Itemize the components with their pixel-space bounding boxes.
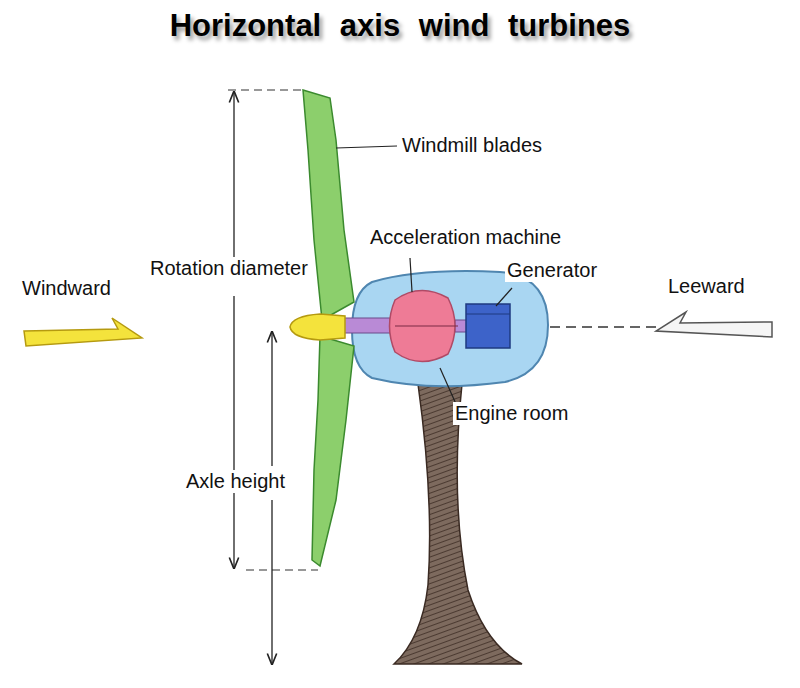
windmill-blade-lower bbox=[312, 336, 354, 566]
dimension-label: Rotation diameter bbox=[148, 257, 310, 280]
windward-arrow bbox=[24, 318, 142, 346]
gearbox-axis bbox=[395, 326, 458, 327]
direction-label: Leeward bbox=[666, 275, 747, 298]
diameter-extension-bottom bbox=[246, 569, 318, 570]
axle-height-line bbox=[271, 500, 272, 664]
tower bbox=[394, 384, 522, 664]
rotation-diameter-line bbox=[233, 296, 234, 568]
direction-label: Windward bbox=[20, 277, 113, 300]
rotation-diameter-line bbox=[233, 92, 234, 258]
axle-height-line bbox=[271, 332, 272, 466]
generator-leader bbox=[496, 288, 512, 306]
acceleration-leader bbox=[410, 258, 412, 292]
part-label: Windmill blades bbox=[400, 134, 544, 157]
main-shaft bbox=[338, 318, 390, 333]
diameter-extension-top bbox=[228, 89, 305, 90]
windmill-blade-upper bbox=[303, 90, 354, 320]
engine-room-leader bbox=[440, 368, 456, 404]
part-label: Acceleration machine bbox=[368, 226, 563, 249]
rotor-axis bbox=[550, 326, 660, 327]
part-label: Generator bbox=[505, 259, 599, 282]
generator-block bbox=[466, 304, 510, 348]
generator-edge bbox=[466, 314, 510, 315]
diagram-title: Horizontal axis wind turbines bbox=[0, 8, 800, 44]
blades-leader bbox=[336, 146, 397, 148]
hub-nose bbox=[290, 314, 345, 340]
leeward-arrow bbox=[656, 312, 772, 337]
dimension-label: Axle height bbox=[184, 470, 287, 493]
part-label: Engine room bbox=[453, 402, 570, 425]
